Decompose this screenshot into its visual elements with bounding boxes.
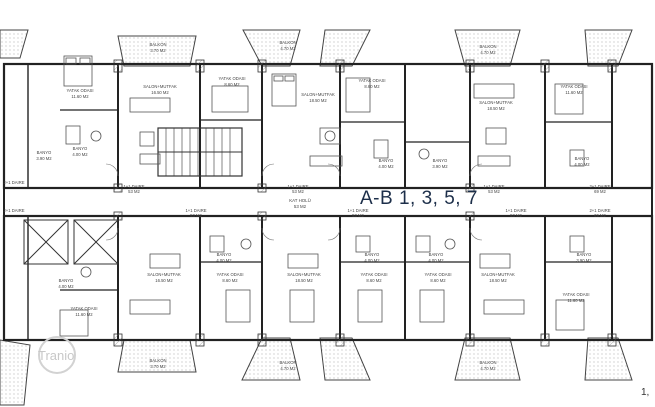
label-banyo-area: 3.90 M2 <box>36 156 52 161</box>
label-banyo: BANYO <box>217 252 232 257</box>
label-daire: 1+1 DAIRE <box>483 184 504 189</box>
door-swings <box>105 163 483 241</box>
label-yatak-area: 11.60 M2 <box>71 94 89 99</box>
label-salon: SALON+MUTFAK <box>481 272 515 277</box>
label-banyo: BANYO <box>577 252 592 257</box>
label-banyo-area: 4.00 M2 <box>378 164 394 169</box>
label-balkon-area: 3.70 M2 <box>150 48 166 53</box>
label-salon: SALON+MUTFAK <box>147 272 181 277</box>
label-daire-area: 53 M2 <box>190 213 202 218</box>
label-daire-area: 53 M2 <box>292 189 304 194</box>
label-daire: 1+1 DAIRE <box>505 208 526 213</box>
label-salon: SALON+MUTFAK <box>479 100 513 105</box>
label-yatak: YATAK ODASI <box>561 84 588 89</box>
label-banyo-area: 3.90 M2 <box>432 164 448 169</box>
label-banyo-area: 4.00 M2 <box>428 258 444 263</box>
label-balkon-area: 4.70 M2 <box>280 366 296 371</box>
staircase <box>157 127 243 177</box>
label-yatak: YATAK ODASI <box>563 292 590 297</box>
plan-title: A-B 1, 3, 5, 7 <box>360 188 478 209</box>
label-banyo-area: 4.00 M2 <box>72 152 88 157</box>
label-daire-area: 53 M2 <box>510 213 522 218</box>
label-balkon: BALKON <box>150 42 167 47</box>
structural-columns <box>113 59 617 347</box>
label-yatak: YATAK ODASI <box>361 272 388 277</box>
label-banyo-area: 4.00 M2 <box>574 162 590 167</box>
label-balkon-area: 4.70 M2 <box>480 50 496 55</box>
label-salon-area: 18.50 M2 <box>309 98 327 103</box>
label-yatak-area: 11.60 M2 <box>75 312 93 317</box>
label-banyo: BANYO <box>379 158 394 163</box>
label-banyo: BANYO <box>73 146 88 151</box>
label-salon-area: 18.50 M2 <box>489 278 507 283</box>
bottom-balconies <box>0 337 633 406</box>
label-salon-area: 16.50 M2 <box>151 90 169 95</box>
label-salon-area: 18.50 M2 <box>487 106 505 111</box>
label-balkon-area: 4.70 M2 <box>280 46 296 51</box>
label-yatak-area: 8.60 M2 <box>224 82 240 87</box>
elevator-shafts <box>23 219 119 265</box>
label-yatak-area: 11.60 M2 <box>567 298 585 303</box>
label-yatak-area: 11.60 M2 <box>565 90 583 95</box>
label-balkon: BALKON <box>480 360 497 365</box>
label-salon: SALON+MUTFAK <box>143 84 177 89</box>
label-yatak: YATAK ODASI <box>359 78 386 83</box>
label-yatak: YATAK ODASI <box>67 88 94 93</box>
label-daire: 2+1 DAIRE <box>3 180 24 185</box>
label-balkon: BALKON <box>150 358 167 363</box>
label-yatak-area: 8.60 M2 <box>430 278 446 283</box>
label-daire: 2+1 DAIRE <box>3 208 24 213</box>
watermark-logo-icon <box>38 336 76 374</box>
label-balkon: BALKON <box>280 360 297 365</box>
label-kat-holu-area: 53 M2 <box>294 204 307 209</box>
label-yatak-area: 8.60 M2 <box>366 278 382 283</box>
room-labels-top: BALKON 3.70 M2 BALKON 4.70 M2 BALKON 4.7… <box>3 40 610 194</box>
label-balkon-area: 3.70 M2 <box>150 364 166 369</box>
label-banyo: BANYO <box>429 252 444 257</box>
label-kat-holu: KAT HOLÜ <box>289 198 311 203</box>
label-daire-area: 69 M2 <box>594 213 606 218</box>
label-banyo-area: 4.00 M2 <box>216 258 232 263</box>
label-balkon: BALKON <box>480 44 497 49</box>
label-daire: 2+1 DAIRE <box>589 208 610 213</box>
corridor-label: KAT HOLÜ 53 M2 <box>289 198 311 209</box>
label-daire: 1+1 DAIRE <box>123 184 144 189</box>
label-yatak: YATAK ODASI <box>217 272 244 277</box>
label-salon-area: 18.50 M2 <box>295 278 313 283</box>
label-daire: 1+1 DAIRE <box>347 208 368 213</box>
label-balkon-area: 4.70 M2 <box>480 366 496 371</box>
label-yatak: YATAK ODASI <box>71 306 98 311</box>
label-salon-area: 16.50 M2 <box>155 278 173 283</box>
label-salon: SALON+MUTFAK <box>301 92 335 97</box>
label-banyo: BANYO <box>433 158 448 163</box>
label-daire-area: 53 M2 <box>128 189 140 194</box>
label-banyo: BANYO <box>59 278 74 283</box>
label-daire-area: 53 M2 <box>352 213 364 218</box>
label-yatak: YATAK ODASI <box>219 76 246 81</box>
label-daire-area: 69 M2 <box>594 189 606 194</box>
label-yatak-area: 8.60 M2 <box>222 278 238 283</box>
label-banyo-area: 3.90 M2 <box>576 258 592 263</box>
label-daire: 2+1 DAIRE <box>589 184 610 189</box>
label-daire: 1+1 DAIRE <box>185 208 206 213</box>
watermark: Tranio <box>38 348 75 363</box>
label-yatak: YATAK ODASI <box>425 272 452 277</box>
label-yatak-area: 8.60 M2 <box>364 84 380 89</box>
label-banyo: BANYO <box>575 156 590 161</box>
scale-mark: 1, <box>641 387 650 398</box>
label-salon: SALON+MUTFAK <box>287 272 321 277</box>
label-banyo-area: 4.00 M2 <box>364 258 380 263</box>
label-balkon: BALKON <box>280 40 297 45</box>
label-daire-area: 53 M2 <box>488 189 500 194</box>
label-daire: 1+1 DAIRE <box>287 184 308 189</box>
room-labels-bottom: 1+1 DAIRE 53 M2 1+1 DAIRE 53 M2 1+1 DAIR… <box>3 208 610 371</box>
label-banyo-area: 4.00 M2 <box>58 284 74 289</box>
label-banyo: BANYO <box>365 252 380 257</box>
label-banyo: BANYO <box>37 150 52 155</box>
top-balconies <box>0 29 633 67</box>
furniture <box>59 55 585 337</box>
